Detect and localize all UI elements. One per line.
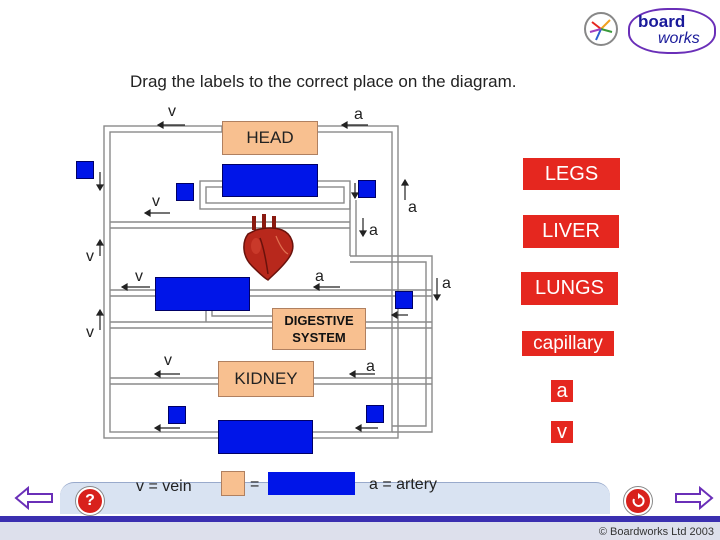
back-arrow-icon[interactable] (14, 484, 54, 512)
heart-icon (243, 214, 294, 281)
vein-mark: v (168, 103, 176, 120)
vein-mark: v (135, 268, 143, 285)
copyright-text: © Boardworks Ltd 2003 (598, 526, 714, 538)
drop-target-small[interactable] (366, 405, 384, 423)
key-equals: = (250, 476, 260, 493)
artery-mark: a (442, 275, 451, 292)
artery-mark: a (366, 358, 375, 375)
digestive-line2: SYSTEM (292, 330, 346, 345)
footer-strip-light (0, 522, 720, 540)
key-vein: v = vein (136, 478, 192, 495)
return-icon (632, 493, 645, 507)
return-button[interactable] (624, 487, 652, 515)
vein-mark: v (86, 324, 94, 341)
label-vein[interactable]: v (551, 421, 573, 443)
drop-target-small[interactable] (176, 183, 194, 201)
artery-mark: a (408, 199, 417, 216)
digestive-system-box: DIGESTIVE SYSTEM (272, 308, 366, 350)
forward-arrow-icon[interactable] (674, 484, 714, 512)
digestive-line1: DIGESTIVE (284, 313, 354, 328)
artery-mark: a (315, 268, 324, 285)
label-liver[interactable]: LIVER (523, 215, 619, 248)
key-blue-swatch (268, 472, 355, 495)
key-capillary-swatch (221, 471, 245, 496)
drop-target-large[interactable] (218, 420, 313, 454)
label-legs[interactable]: LEGS (523, 158, 620, 190)
artery-mark: a (354, 106, 363, 123)
vein-mark: v (164, 352, 172, 369)
drop-target-large[interactable] (155, 277, 250, 311)
help-button[interactable]: ? (76, 487, 104, 515)
label-lungs[interactable]: LUNGS (521, 272, 618, 305)
label-capillary[interactable]: capillary (522, 331, 614, 356)
label-artery[interactable]: a (551, 380, 573, 402)
drop-target-small[interactable] (395, 291, 413, 309)
footer-strip (0, 516, 720, 522)
head-box: HEAD (222, 121, 318, 155)
drop-target-small[interactable] (168, 406, 186, 424)
logo-circle-icon (584, 12, 618, 46)
drop-target-small[interactable] (358, 180, 376, 198)
drop-target-large[interactable] (222, 164, 318, 197)
logo-line1: board (638, 12, 686, 31)
kidney-box: KIDNEY (218, 361, 314, 397)
logo-line2: works (658, 30, 700, 47)
instruction-text: Drag the labels to the correct place on … (130, 72, 517, 91)
drop-target-small[interactable] (76, 161, 94, 179)
vein-mark: v (86, 248, 94, 265)
vein-mark: v (152, 193, 160, 210)
logo: board works (628, 8, 716, 54)
key-artery: a = artery (369, 476, 438, 493)
artery-mark: a (369, 222, 378, 239)
